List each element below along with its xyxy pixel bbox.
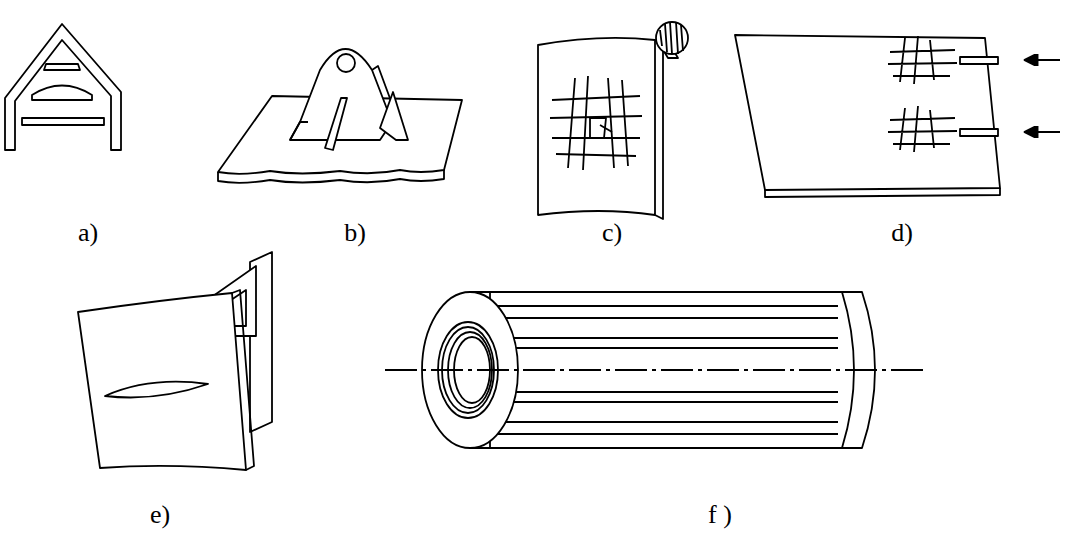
angle-bracket-figure <box>5 24 121 150</box>
ribbed-cylinder-figure-part <box>385 369 925 371</box>
angle-bracket-figure-part <box>22 118 104 125</box>
figure-label: e) <box>150 502 170 528</box>
lug-plate-figure-part <box>218 170 444 183</box>
ribbed-cylinder-figure <box>385 292 925 448</box>
angle-bracket-figure-part <box>5 24 121 150</box>
lug-plate-figure-part <box>290 49 392 140</box>
curved-plate-figure-part <box>660 22 683 54</box>
angle-bracket-figure-part <box>44 64 80 70</box>
flat-plate-figure-part <box>960 57 998 64</box>
figure-label: f ) <box>708 502 732 528</box>
figure-label: c) <box>602 220 622 246</box>
flat-plate-figure-part <box>1026 59 1060 61</box>
lug-plate-figure <box>218 49 462 183</box>
curved-plate-figure <box>538 22 688 219</box>
curved-plate-figure-part <box>538 38 655 215</box>
lug-plate-figure-part <box>325 98 347 150</box>
figure-label: b) <box>344 220 366 246</box>
lug-plate-figure-part <box>290 122 308 140</box>
lug-plate-figure-part <box>380 92 408 140</box>
figure-label: a) <box>78 220 98 246</box>
flat-plate-figure-part <box>735 35 1000 190</box>
flat-plate-figure-part <box>765 188 1000 197</box>
flat-plate-figure <box>735 35 1060 197</box>
flat-plate-figure-part <box>888 106 957 152</box>
curved-plate-figure-part <box>550 96 642 156</box>
gusset-plate-figure <box>78 252 272 470</box>
gusset-plate-figure-part <box>232 290 254 470</box>
gusset-plate-figure-part <box>78 293 246 470</box>
curved-plate-figure-part <box>655 40 663 219</box>
flat-plate-figure-part <box>960 129 998 136</box>
figure-label: d) <box>891 220 913 246</box>
angle-bracket-figure-part <box>32 86 92 101</box>
curved-plate-figure-part <box>600 125 612 132</box>
lug-plate-figure-part <box>337 54 355 72</box>
gusset-plate-figure-part <box>105 382 208 398</box>
curved-plate-figure-part <box>656 22 688 54</box>
flat-plate-figure-part <box>888 36 957 84</box>
flat-plate-figure-part <box>1026 131 1060 133</box>
